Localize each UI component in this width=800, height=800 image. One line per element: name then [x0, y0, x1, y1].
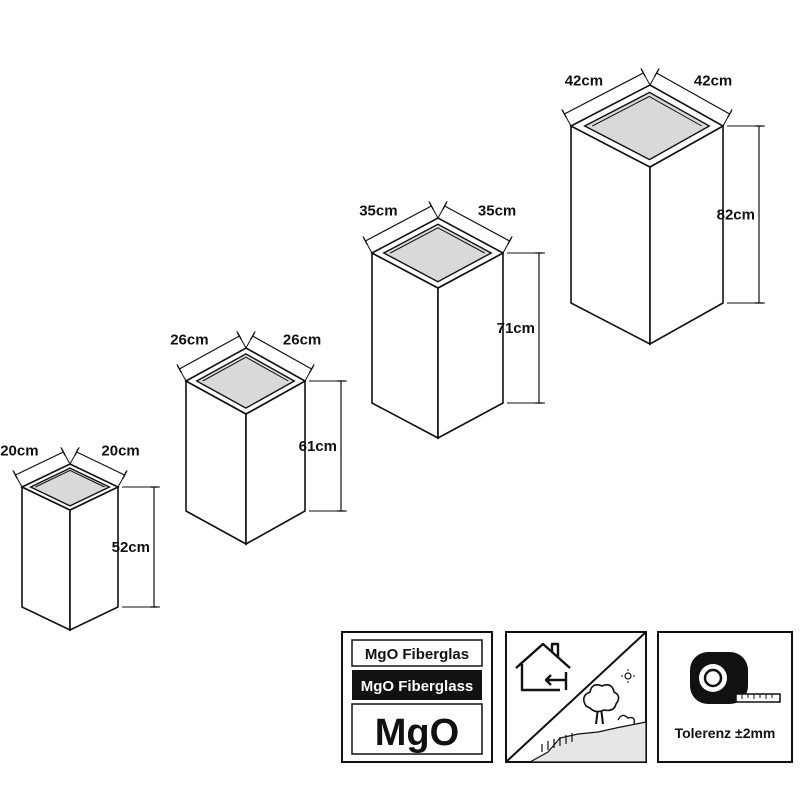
extension-line	[649, 67, 660, 86]
extension-line	[362, 235, 373, 254]
extension-line	[117, 469, 128, 488]
extension-line	[428, 200, 439, 219]
planter-4: 42cm 42cm 82cm	[561, 67, 765, 346]
planter-inner-wall	[202, 356, 289, 382]
width-label: 42cm	[565, 73, 603, 90]
planter-left-face	[21, 485, 71, 632]
tolerance-label: Tolerenz ±2mm	[675, 725, 776, 741]
width-dimension-line	[13, 448, 66, 479]
depth-label: 26cm	[283, 332, 321, 349]
planter-inner-wall	[35, 469, 105, 488]
planter-3: 35cm 35cm 71cm	[359, 200, 545, 440]
material-badge: MgO Fiberglas MgO Fiberglass MgO	[341, 631, 493, 763]
planter-1: 20cm 20cm 52cm	[0, 443, 160, 632]
extension-line	[12, 469, 23, 488]
extension-line	[640, 67, 651, 86]
extension-line	[60, 446, 71, 465]
extension-line	[561, 108, 572, 127]
house-icon	[515, 642, 571, 692]
depth-dimension-line	[250, 332, 315, 373]
height-label: 61cm	[299, 438, 337, 455]
depth-dimension-line	[442, 202, 513, 245]
extension-line	[502, 235, 513, 254]
extension-line	[722, 108, 733, 127]
material-label-2: MgO Fiberglass	[361, 678, 474, 695]
width-dimension-line	[363, 202, 434, 245]
tolerance-badge: Tolerenz ±2mm	[657, 631, 793, 763]
height-label: 82cm	[717, 207, 755, 224]
garden-icon	[527, 669, 647, 763]
indoor-outdoor-badge	[505, 631, 647, 763]
material-label-3: MgO	[375, 712, 459, 754]
extension-line	[69, 446, 80, 465]
extension-line	[304, 363, 315, 382]
height-label: 71cm	[497, 320, 535, 337]
depth-label: 20cm	[101, 443, 139, 460]
depth-dimension-line	[654, 69, 733, 118]
planter-2: 26cm 26cm 61cm	[170, 330, 347, 546]
width-label: 26cm	[170, 332, 208, 349]
width-label: 20cm	[0, 443, 38, 460]
width-dimension-line	[176, 332, 242, 373]
depth-label: 42cm	[694, 73, 732, 90]
width-label: 35cm	[359, 203, 397, 220]
extension-line	[245, 330, 256, 349]
width-dimension-line	[562, 69, 646, 118]
extension-line	[176, 363, 187, 382]
extension-line	[236, 330, 247, 349]
planter-right-face	[69, 485, 119, 632]
height-label: 52cm	[112, 539, 150, 556]
extension-line	[437, 200, 448, 219]
material-label-1: MgO Fiberglas	[365, 646, 469, 663]
tape-measure-icon	[690, 652, 781, 704]
depth-label: 35cm	[478, 203, 516, 220]
depth-dimension-line	[74, 448, 127, 479]
